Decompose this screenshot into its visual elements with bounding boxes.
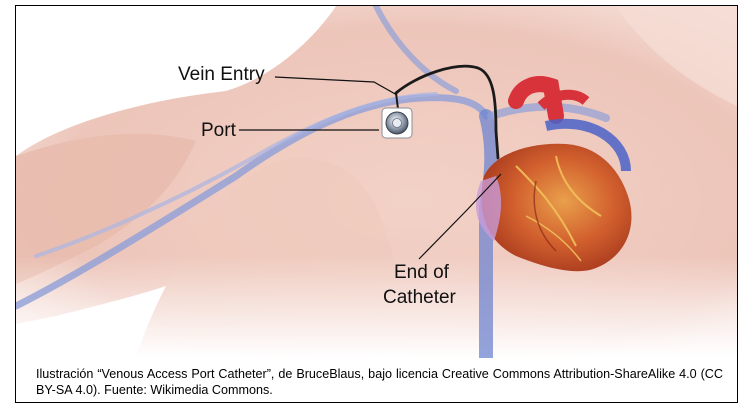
port-label: Port: [201, 120, 237, 141]
end-of-catheter-label-line1: End of: [394, 262, 450, 283]
figure-frame: Vein Entry Port End of Catheter Ilustrac…: [15, 5, 738, 403]
figure-caption: Ilustración “Venous Access Port Catheter…: [36, 366, 723, 398]
port-device-icon: [382, 108, 412, 138]
vein-entry-label: Vein Entry: [178, 64, 265, 85]
end-of-catheter-label-line2: Catheter: [383, 287, 457, 308]
venous-port-illustration: Vein Entry Port End of Catheter: [16, 6, 737, 358]
torso: [16, 6, 737, 358]
